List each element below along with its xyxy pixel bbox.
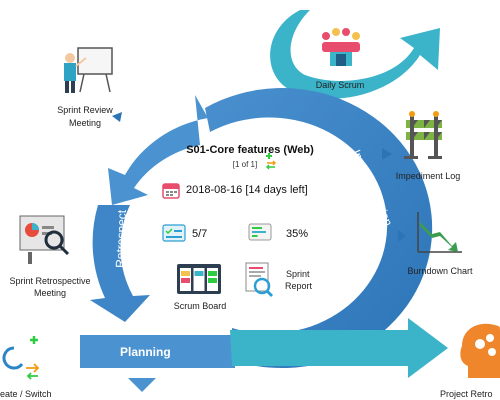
tasks-icon[interactable] bbox=[162, 224, 186, 242]
sprint-title[interactable]: S01-Core features (Web) bbox=[186, 144, 314, 156]
tasks-count: 5/7 bbox=[192, 228, 208, 240]
daily-scrum-icon[interactable] bbox=[322, 28, 360, 66]
add-switch-sprint-icon[interactable] bbox=[264, 152, 278, 170]
calendar-icon bbox=[162, 183, 180, 199]
create-switch-icon[interactable] bbox=[2, 336, 40, 380]
burndown-chart-label[interactable]: Burndown Chart bbox=[407, 266, 473, 276]
sprint-retrospective-icon[interactable] bbox=[19, 215, 70, 264]
sprint-report-icon[interactable] bbox=[244, 262, 274, 298]
daily-scrum-loop-arrow bbox=[270, 10, 440, 99]
impediment-log-label[interactable]: Impediment Log bbox=[395, 171, 461, 181]
burndown-pointer-arrow bbox=[398, 230, 406, 242]
retrospective-label-line2: Meeting bbox=[33, 288, 67, 298]
burndown-chart-icon[interactable] bbox=[417, 212, 462, 253]
project-retro-arrow bbox=[230, 318, 448, 378]
sprint-review-icon[interactable] bbox=[64, 47, 113, 93]
planning-banner bbox=[80, 335, 235, 368]
impediment-pointer-arrow bbox=[382, 148, 392, 160]
review-pointer-arrow bbox=[112, 112, 122, 122]
sprint-report-link-line2[interactable]: Report bbox=[285, 281, 313, 291]
retrospect-arc bbox=[90, 205, 150, 322]
create-switch-label[interactable]: eate / Switch bbox=[0, 389, 52, 399]
sprint-report-link-line1[interactable]: Sprint bbox=[286, 269, 310, 279]
scrum-board-icon[interactable] bbox=[176, 263, 222, 295]
sprint-review-label-line2: Meeting bbox=[68, 118, 102, 128]
sprint-review-label-line1[interactable]: Sprint Review bbox=[57, 105, 113, 115]
retrospective-label-line1[interactable]: Sprint Retrospective bbox=[9, 276, 91, 286]
implementation-arc bbox=[205, 88, 433, 369]
progress-icon bbox=[248, 223, 272, 241]
sprint-progress: 35% bbox=[286, 228, 309, 240]
sprint-cycle-ring bbox=[90, 88, 433, 369]
planning-label: Planning bbox=[120, 345, 171, 359]
sprint-pager: [1 of 1] bbox=[232, 160, 258, 169]
retrospect-label: Retrospect bbox=[113, 209, 129, 268]
project-retro-icon[interactable] bbox=[460, 323, 500, 378]
scrum-board-link[interactable]: Scrum Board bbox=[173, 301, 227, 311]
planning-down-arrow bbox=[128, 378, 156, 392]
project-retro-label[interactable]: Project Retro bbox=[440, 389, 493, 399]
sprint-date: 2018-08-16 [14 days left] bbox=[186, 184, 308, 196]
impediment-log-icon[interactable] bbox=[404, 111, 442, 159]
sprint-hub: S01-Core features (Web) [1 of 1] 2018-08… bbox=[150, 138, 350, 328]
daily-scrum-label[interactable]: Daily Scrum bbox=[315, 80, 365, 90]
review-arc bbox=[108, 95, 208, 205]
